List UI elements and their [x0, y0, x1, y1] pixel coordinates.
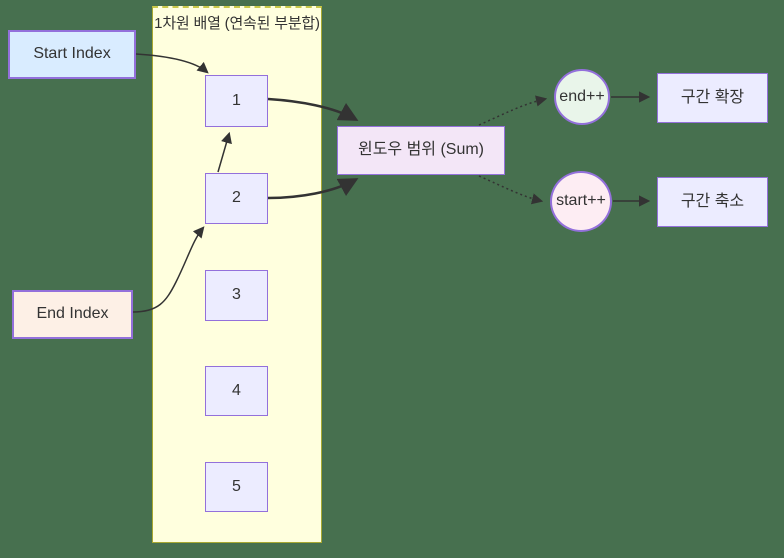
- node-array-cell-2: 2: [205, 173, 268, 224]
- node-array-cell-3: 3: [205, 270, 268, 321]
- node-end-index: End Index: [12, 290, 133, 339]
- node-array-cell-1: 1: [205, 75, 268, 127]
- edge-sum-to-start-inc: [478, 175, 544, 205]
- node-range-expand: 구간 확장: [657, 73, 768, 123]
- node-array-cell-4: 4: [205, 366, 268, 416]
- node-range-shrink: 구간 축소: [657, 177, 768, 227]
- node-array-cell-5: 5: [205, 462, 268, 512]
- node-start-index: Start Index: [8, 30, 136, 79]
- array-subgraph-title: 1차원 배열 (연속된 부분합): [154, 15, 320, 32]
- node-end-increment: end++: [554, 69, 610, 125]
- node-start-increment: start++: [550, 171, 612, 232]
- edge-sum-to-end-inc: [478, 95, 548, 126]
- node-window-sum: 윈도우 범위 (Sum): [337, 126, 505, 175]
